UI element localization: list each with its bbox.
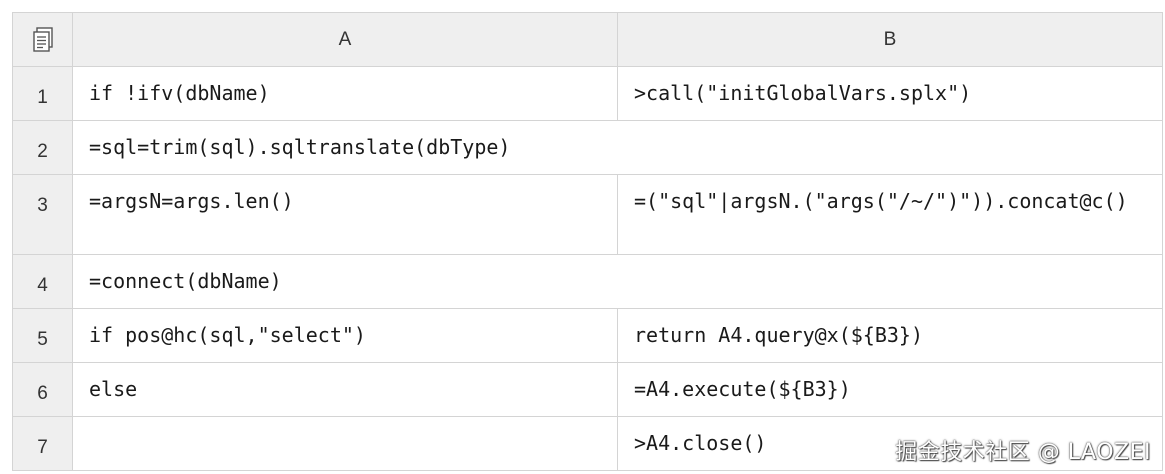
cell-a7[interactable]	[72, 416, 618, 471]
cell-b6[interactable]: =A4.execute(${B3})	[617, 362, 1163, 417]
row-header-3[interactable]: 3	[12, 174, 73, 255]
cell-b3-text: =("sql"|argsN.("args("/~/")")).concat@c(…	[634, 189, 1128, 213]
watermark: 掘金技术社区 @ LAOZEI	[895, 440, 1151, 465]
sheet-list-icon	[32, 26, 53, 52]
row-header-4[interactable]: 4	[12, 254, 73, 309]
cell-a4[interactable]: =connect(dbName)	[72, 254, 1163, 309]
cell-b7[interactable]: >A4.close()	[617, 416, 1163, 471]
cell-a1[interactable]: if !ifv(dbName)	[72, 66, 618, 121]
cell-b3[interactable]: =("sql"|argsN.("args("/~/")")).concat@c(…	[617, 174, 1163, 255]
row-header-2[interactable]: 2	[12, 120, 73, 175]
row-header-5[interactable]: 5	[12, 308, 73, 363]
row-header-7[interactable]: 7	[12, 416, 73, 471]
corner-cell[interactable]	[12, 12, 73, 67]
cell-b1[interactable]: >call("initGlobalVars.splx")	[617, 66, 1163, 121]
column-header-a[interactable]: A	[72, 12, 618, 67]
row-header-1[interactable]: 1	[12, 66, 73, 121]
column-header-b[interactable]: B	[617, 12, 1163, 67]
row-header-6[interactable]: 6	[12, 362, 73, 417]
cell-a3[interactable]: =argsN=args.len()	[72, 174, 618, 255]
cell-a2[interactable]: =sql=trim(sql).sqltranslate(dbType)	[72, 120, 1163, 175]
code-grid: A B 1 if !ifv(dbName) >call("initGlobalV…	[12, 12, 1163, 471]
cell-a5[interactable]: if pos@hc(sql,"select")	[72, 308, 618, 363]
cell-b5[interactable]: return A4.query@x(${B3})	[617, 308, 1163, 363]
cell-a6[interactable]: else	[72, 362, 618, 417]
